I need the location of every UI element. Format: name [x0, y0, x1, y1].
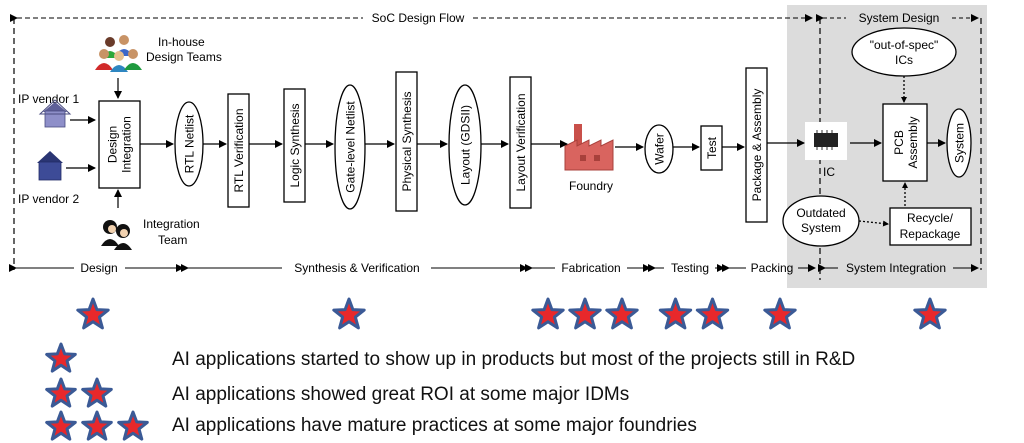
- foundry-icon: [564, 124, 614, 171]
- legend-star: [45, 342, 77, 373]
- legend-star: [81, 377, 113, 408]
- phase-testing: Testing: [671, 261, 709, 275]
- dotted-arrows: [858, 76, 908, 227]
- wafer-ellipse: [644, 124, 674, 174]
- recycle-label: Recycle/Repackage: [900, 211, 961, 241]
- house-icon: [38, 99, 72, 128]
- package-assembly-label: Package & Assembly: [750, 89, 764, 202]
- rating-star-testing: [658, 297, 693, 330]
- rtl-netlist-label: RTL Netlist: [183, 114, 197, 173]
- phase-design: Design: [80, 261, 117, 275]
- legend-text-3: AI applications have mature practices at…: [172, 415, 697, 436]
- phase-packing: Packing: [751, 261, 794, 275]
- layout-ellipse: [448, 84, 482, 206]
- rating-star-fabrication: [568, 297, 602, 330]
- out-of-spec-label: "out-of-spec"ICs: [870, 38, 939, 67]
- rating-star-testing: [695, 297, 730, 330]
- legend-stars: [45, 342, 149, 441]
- rating-stars: [76, 297, 947, 330]
- house-icon: [37, 151, 63, 181]
- layout-verification-label: Layout Verification: [514, 93, 528, 191]
- package-assembly-box: [745, 67, 768, 223]
- flow-arrows: [140, 139, 946, 151]
- out-of-spec-ellipse: [851, 27, 957, 77]
- gate-level-netlist-label: Gate-level Netlist: [344, 101, 358, 193]
- recycle-box: [889, 207, 972, 246]
- legend-star: [45, 377, 77, 408]
- foundry-label: Foundry: [569, 179, 613, 193]
- pcb-assembly-box: [882, 103, 928, 182]
- rtl-verification-box: [227, 93, 250, 208]
- legend-star: [81, 410, 113, 441]
- physical-synthesis-label: Physical Synthesis: [400, 91, 414, 191]
- system-ellipse: [946, 108, 972, 178]
- physical-synthesis-box: [395, 71, 418, 212]
- legend-text-2: AI applications showed great ROI at some…: [172, 384, 630, 405]
- phase-system-integration: System Integration: [846, 261, 946, 275]
- design-integration-label: DesignIntegration: [106, 116, 134, 173]
- gate-level-netlist-ellipse: [334, 84, 366, 210]
- layout-verification-box: [509, 76, 532, 209]
- design-integration-box: [98, 100, 141, 189]
- ic-label: IC: [823, 165, 835, 179]
- legend-star: [117, 410, 149, 441]
- wafer-label: Wafer: [653, 133, 667, 165]
- rating-star-synthesis: [332, 297, 366, 330]
- test-box: [700, 125, 723, 171]
- legend-text-1: AI applications started to show up in pr…: [172, 349, 856, 370]
- logic-synthesis-label: Logic Synthesis: [288, 103, 302, 187]
- phase-fabrication: Fabrication: [561, 261, 620, 275]
- inhouse-team-icon: [95, 35, 142, 72]
- test-label: Test: [705, 136, 719, 159]
- diagram-title: SoC Design Flow: [372, 11, 465, 25]
- ip-vendor-2-label: IP vendor 2: [18, 192, 79, 206]
- rating-star-design: [76, 297, 110, 330]
- phase-synthesis: Synthesis & Verification: [294, 261, 419, 275]
- ic-chip-icon: [805, 122, 847, 160]
- rating-star-system_integration: [913, 297, 947, 330]
- pcb-assembly-label: PCBAssembly: [892, 116, 920, 168]
- integration-team-icon: [101, 220, 132, 250]
- rating-star-fabrication: [605, 297, 639, 330]
- logic-synthesis-box: [283, 88, 306, 203]
- rtl-verification-label: RTL Verification: [232, 108, 246, 192]
- layout-label: Layout (GDSII): [459, 105, 473, 185]
- ip-vendor-1-label: IP vendor 1: [18, 92, 79, 106]
- rating-star-fabrication: [531, 297, 565, 330]
- legend-star: [45, 410, 77, 441]
- system-label: System: [953, 123, 967, 163]
- rating-star-packing: [763, 297, 797, 330]
- system-design-label: System Design: [859, 11, 940, 25]
